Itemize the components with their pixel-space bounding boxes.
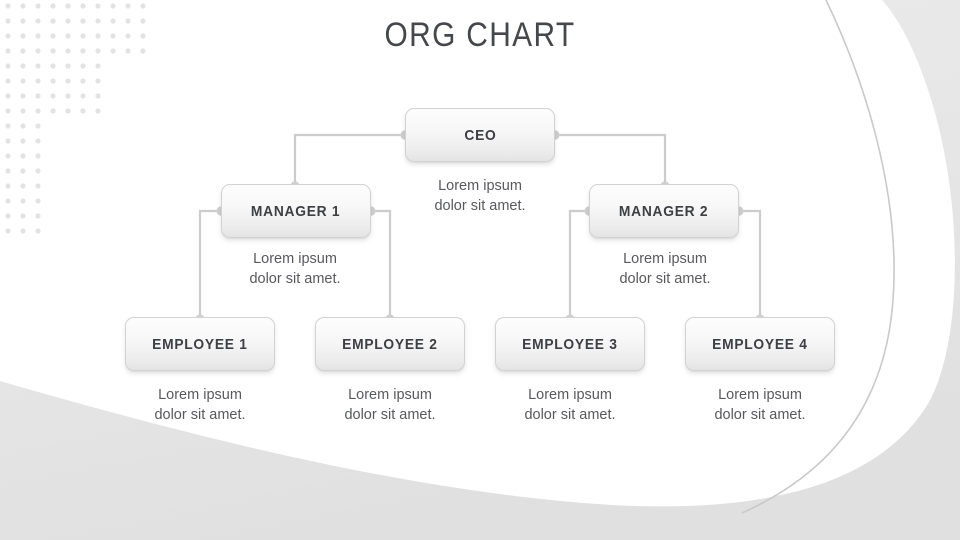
- node-label: MANAGER 1: [251, 202, 341, 220]
- caption-line-1: Lorem ipsum: [718, 387, 802, 403]
- node-label: MANAGER 2: [619, 202, 709, 220]
- node-employee-3[interactable]: EMPLOYEE 3: [495, 317, 645, 371]
- node-ceo[interactable]: CEO: [405, 108, 555, 162]
- caption-line-2: dolor sit amet.: [249, 271, 341, 287]
- caption-line-1: Lorem ipsum: [438, 178, 522, 194]
- dot-pattern-decoration: [5, 3, 146, 234]
- node-employee-2[interactable]: EMPLOYEE 2: [315, 317, 465, 371]
- page-title: ORG CHART: [384, 16, 576, 54]
- caption-employee-4: Lorem ipsum dolor sit amet.: [665, 385, 855, 425]
- caption-line-2: dolor sit amet.: [524, 407, 616, 423]
- caption-line-2: dolor sit amet.: [154, 407, 246, 423]
- caption-manager-1: Lorem ipsum dolor sit amet.: [200, 249, 390, 289]
- node-label: EMPLOYEE 4: [712, 335, 808, 353]
- caption-line-1: Lorem ipsum: [253, 251, 337, 267]
- caption-line-1: Lorem ipsum: [158, 387, 242, 403]
- node-employee-1[interactable]: EMPLOYEE 1: [125, 317, 275, 371]
- background-arc-line: [741, 0, 895, 514]
- caption-employee-1: Lorem ipsum dolor sit amet.: [105, 385, 295, 425]
- caption-line-2: dolor sit amet.: [714, 407, 806, 423]
- node-manager-2[interactable]: MANAGER 2: [589, 184, 739, 238]
- node-manager-1[interactable]: MANAGER 1: [221, 184, 371, 238]
- caption-line-2: dolor sit amet.: [434, 198, 526, 214]
- node-employee-4[interactable]: EMPLOYEE 4: [685, 317, 835, 371]
- caption-line-1: Lorem ipsum: [528, 387, 612, 403]
- caption-line-2: dolor sit amet.: [619, 271, 711, 287]
- caption-manager-2: Lorem ipsum dolor sit amet.: [570, 249, 760, 289]
- caption-line-2: dolor sit amet.: [344, 407, 436, 423]
- caption-employee-2: Lorem ipsum dolor sit amet.: [295, 385, 485, 425]
- node-label: EMPLOYEE 3: [522, 335, 618, 353]
- node-label: EMPLOYEE 2: [342, 335, 438, 353]
- node-label: CEO: [463, 126, 497, 144]
- caption-ceo: Lorem ipsum dolor sit amet.: [385, 176, 575, 216]
- caption-line-1: Lorem ipsum: [623, 251, 707, 267]
- node-label: EMPLOYEE 1: [152, 335, 248, 353]
- caption-line-1: Lorem ipsum: [348, 387, 432, 403]
- caption-employee-3: Lorem ipsum dolor sit amet.: [475, 385, 665, 425]
